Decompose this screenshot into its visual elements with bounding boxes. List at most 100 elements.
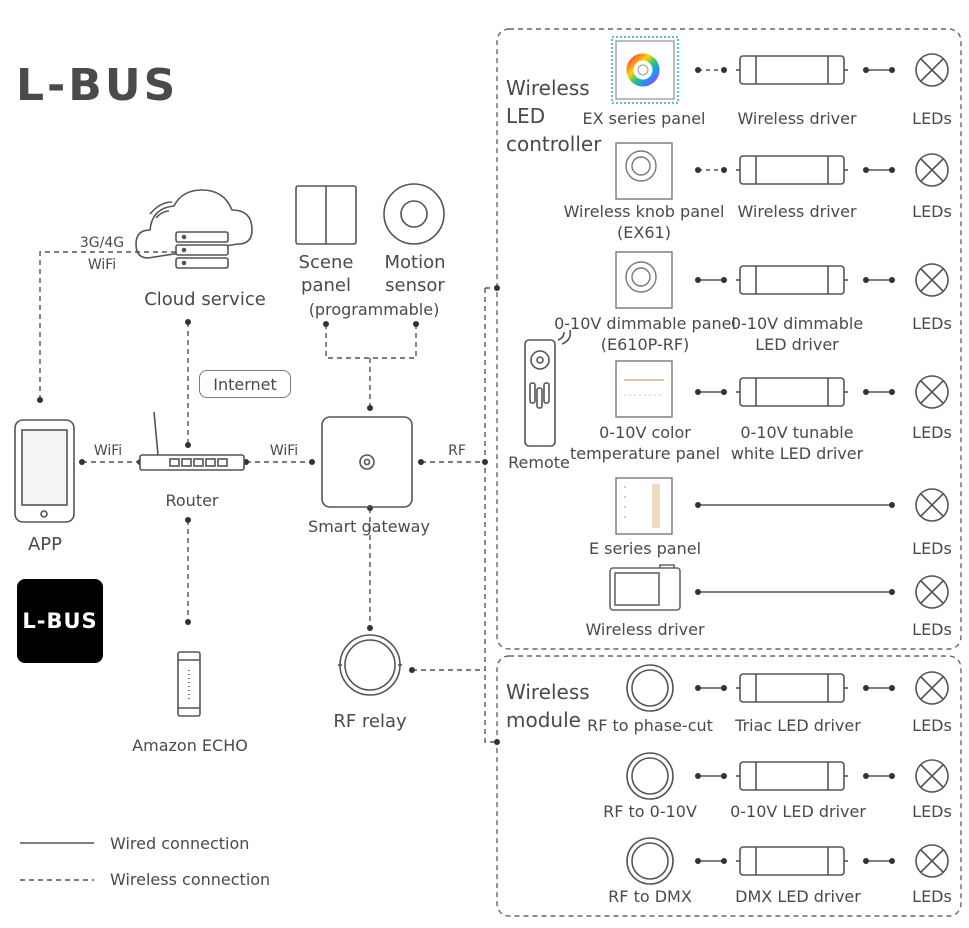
wifi-label-app: WiFi bbox=[93, 443, 123, 459]
module-frame bbox=[496, 655, 962, 917]
internet-badge: Internet bbox=[199, 370, 291, 398]
mobile-label-2: WiFi bbox=[87, 257, 117, 273]
mod2-module-icon bbox=[626, 752, 674, 800]
row4-panel-label-2: temperature panel bbox=[569, 444, 721, 463]
module-row-graphics bbox=[626, 664, 949, 885]
controller-title-3: controller bbox=[506, 132, 602, 156]
rf-label: RF bbox=[448, 443, 466, 459]
row3-driver-icon bbox=[736, 265, 848, 295]
row4-led-icon bbox=[915, 375, 949, 409]
row5-leds-label: LEDs bbox=[912, 539, 952, 558]
router-icon bbox=[139, 411, 245, 471]
row2-leds-label: LEDs bbox=[912, 202, 952, 221]
row5-led-icon bbox=[915, 488, 949, 522]
row3-panel-label-2: (E610P-RF) bbox=[600, 335, 690, 354]
mod1-driver-label: Triac LED driver bbox=[735, 716, 861, 735]
wireless-knob-panel-icon bbox=[615, 142, 673, 200]
color-temperature-panel-icon bbox=[615, 360, 673, 418]
l-bus-app-icon[interactable]: L-BUS bbox=[17, 579, 103, 663]
mod3-leds-label: LEDs bbox=[912, 887, 952, 906]
cloud-service-icon bbox=[135, 189, 253, 269]
link-sensors-gateway bbox=[325, 324, 417, 408]
motion-sensor-label-2: sensor bbox=[385, 275, 445, 296]
module-title: Wireless module bbox=[506, 678, 590, 734]
controller-title-2: LED bbox=[506, 104, 546, 128]
row2-driver-label: Wireless driver bbox=[737, 202, 857, 221]
row6-leds-label: LEDs bbox=[912, 620, 952, 639]
scene-panel-label-1: Scene bbox=[298, 252, 354, 273]
row6-panel-label: Wireless driver bbox=[585, 620, 705, 639]
row3-driver-label-2: LED driver bbox=[755, 335, 839, 354]
mod2-label: RF to 0-10V bbox=[603, 802, 697, 821]
mod3-label: RF to DMX bbox=[608, 887, 692, 906]
remote-icon bbox=[524, 329, 572, 447]
app-icon-text: L-BUS bbox=[22, 609, 98, 633]
mod2-led-icon bbox=[915, 759, 949, 793]
legend-wired-label: Wired connection bbox=[110, 834, 250, 853]
scene-panel-icon bbox=[295, 185, 357, 245]
motion-sensor-icon bbox=[383, 183, 445, 245]
controller-row-graphics bbox=[695, 53, 949, 609]
module-title-1: Wireless bbox=[506, 680, 590, 704]
row4-driver-icon bbox=[736, 377, 848, 407]
rf-relay-icon bbox=[338, 634, 402, 696]
row2-panel-label-1: Wireless knob panel bbox=[563, 202, 725, 221]
l-bus-logo: L-BUS bbox=[16, 60, 179, 111]
module-title-2: module bbox=[506, 708, 581, 732]
mod1-label: RF to phase-cut bbox=[587, 716, 713, 735]
legend-wireless-label: Wireless connection bbox=[110, 870, 271, 889]
smart-gateway-icon bbox=[321, 416, 413, 508]
rf-bus bbox=[484, 287, 497, 743]
mod3-driver-label: DMX LED driver bbox=[735, 887, 861, 906]
remote-label: Remote bbox=[508, 453, 570, 472]
mod3-module-icon bbox=[626, 837, 674, 885]
row3-driver-label-1: 0-10V dimmable bbox=[730, 314, 864, 333]
phone-app-icon bbox=[14, 419, 75, 523]
mod2-driver-label: 0-10V LED driver bbox=[730, 802, 866, 821]
row4-driver-label-1: 0-10V tunable bbox=[740, 423, 854, 442]
ex-series-panel-icon bbox=[611, 36, 679, 104]
mod2-driver-icon bbox=[736, 761, 848, 791]
router-label: Router bbox=[165, 491, 219, 510]
row3-leds-label: LEDs bbox=[912, 314, 952, 333]
smart-gateway-label: Smart gateway bbox=[308, 517, 430, 536]
scene-panel-label-3: (programmable) bbox=[308, 300, 440, 319]
row5-panel-label: E series panel bbox=[588, 539, 702, 558]
row2-driver-icon bbox=[736, 155, 848, 185]
row3-led-icon bbox=[915, 263, 949, 297]
row4-panel-label-1: 0-10V color bbox=[599, 423, 691, 442]
row1-led-icon bbox=[915, 53, 949, 87]
cloud-service-label: Cloud service bbox=[144, 289, 266, 310]
row1-leds-label: LEDs bbox=[912, 109, 952, 128]
row4-leds-label: LEDs bbox=[912, 423, 952, 442]
mod3-driver-icon bbox=[736, 846, 848, 876]
app-label: APP bbox=[27, 534, 63, 555]
amazon-echo-icon bbox=[177, 651, 201, 717]
row1-driver-icon bbox=[736, 55, 848, 85]
row3-panel-label-1: 0-10V dimmable panel bbox=[554, 314, 736, 333]
wireless-driver-box-icon bbox=[609, 564, 681, 611]
e-series-panel-icon bbox=[615, 477, 673, 535]
row4-driver-label-2: white LED driver bbox=[730, 444, 864, 463]
controller-title: Wireless LED controller bbox=[506, 74, 601, 158]
scene-panel-label-2: panel bbox=[301, 275, 351, 296]
wireless-links bbox=[20, 251, 497, 881]
mod1-driver-icon bbox=[736, 673, 848, 703]
mod1-module-icon bbox=[626, 664, 674, 712]
link-app-cloud bbox=[39, 251, 188, 400]
mod1-led-icon bbox=[915, 671, 949, 705]
mod2-leds-label: LEDs bbox=[912, 802, 952, 821]
controller-frame bbox=[496, 28, 962, 650]
dimmable-panel-icon bbox=[615, 251, 673, 309]
row6-led-icon bbox=[915, 575, 949, 609]
row1-panel-label: EX series panel bbox=[582, 109, 706, 128]
mod3-led-icon bbox=[915, 844, 949, 878]
wifi-label-gateway: WiFi bbox=[269, 443, 299, 459]
motion-sensor-label-1: Motion bbox=[384, 252, 446, 273]
amazon-echo-label: Amazon ECHO bbox=[132, 736, 248, 755]
controller-title-1: Wireless bbox=[506, 76, 590, 100]
rf-relay-label: RF relay bbox=[333, 711, 407, 732]
mod1-leds-label: LEDs bbox=[912, 716, 952, 735]
